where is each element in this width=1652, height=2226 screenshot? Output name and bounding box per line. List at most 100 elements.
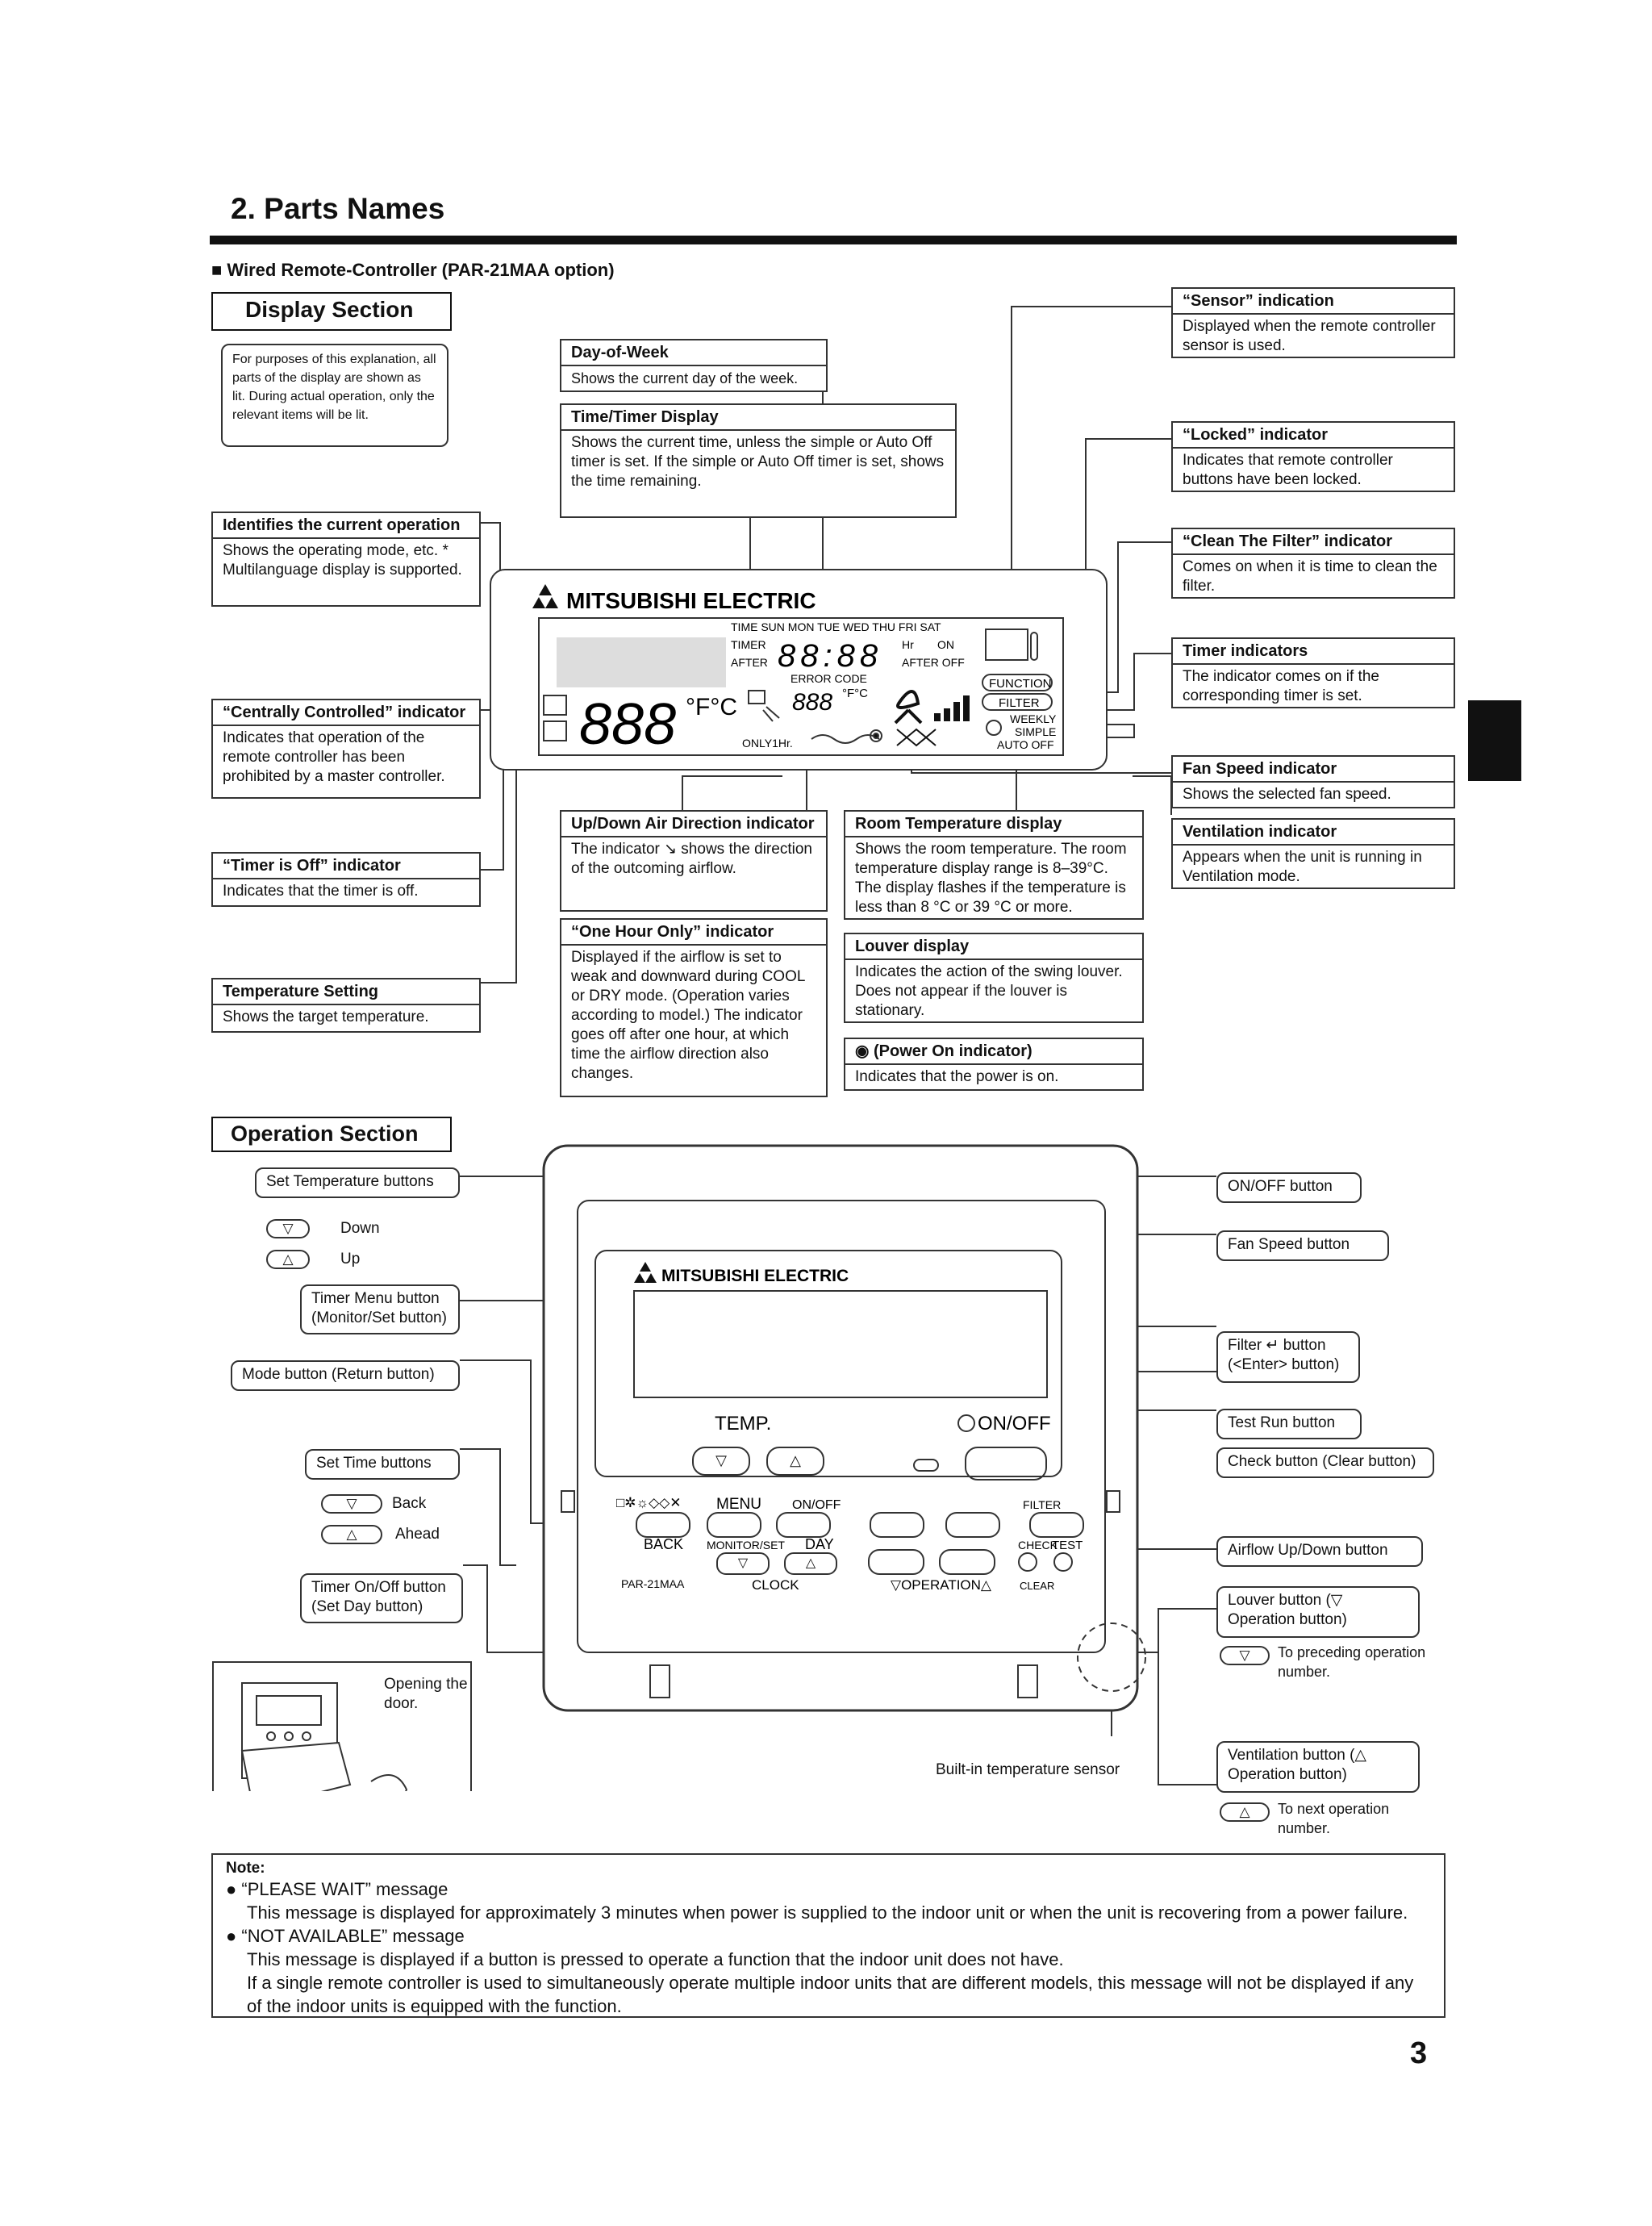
day-of-week-title: Day-of-Week: [561, 340, 826, 366]
current-operation-body: Shows the operating mode, etc. * Multila…: [223, 542, 462, 578]
intro-note: For purposes of this explanation, all pa…: [221, 344, 448, 447]
lcd-on: ON: [937, 638, 954, 651]
day-of-week-body: Shows the current day of the week.: [571, 370, 799, 386]
ahead-label: Ahead: [395, 1526, 440, 1543]
test-label: TEST: [1052, 1539, 1083, 1552]
filter-button[interactable]: [1029, 1512, 1084, 1538]
room-temperature-title: Room Temperature display: [845, 812, 1142, 837]
fan-speed-button[interactable]: [870, 1512, 924, 1538]
note-item-2-text: This message is displayed if a button is…: [247, 1949, 1064, 1969]
louver-icon: [811, 729, 882, 744]
lcd-unit-small: °F°C: [842, 687, 868, 700]
onoff-small-label: ON/OFF: [792, 1498, 841, 1512]
lcd-after-off: AFTER OFF: [902, 656, 965, 669]
louver-display-callout: Louver display Indicates the action of t…: [844, 933, 1144, 1023]
time-timer-callout: Time/Timer Display Shows the current tim…: [560, 403, 957, 518]
lcd-temp-digits: 888: [792, 689, 832, 716]
lcd-brand: MITSUBISHI ELECTRIC: [566, 588, 816, 613]
test-button[interactable]: [1053, 1552, 1073, 1572]
airflow-icon: [748, 690, 780, 722]
opening-door-label: Opening the door.: [384, 1676, 468, 1712]
onoff-label: ON/OFF: [978, 1413, 1051, 1435]
fan-speed-button-label: Fan Speed button: [1216, 1230, 1389, 1261]
power-icon: [957, 1414, 975, 1432]
ventilation-title: Ventilation indicator: [1173, 820, 1454, 846]
lcd-unit-large: °F°C: [686, 694, 737, 720]
timer-indicators-body: The indicator comes on if the correspond…: [1183, 668, 1379, 704]
louver-display-title: Louver display: [845, 934, 1142, 960]
lcd-room-digits: 888: [579, 692, 676, 757]
clean-filter-body: Comes on when it is time to clean the fi…: [1183, 558, 1437, 595]
preceding-tri-icon: ▽: [1220, 1646, 1270, 1665]
thermometer-icon: [1030, 632, 1038, 661]
set-temp-label: Set Temperature buttons: [255, 1167, 460, 1198]
temp-down-button[interactable]: ▽: [692, 1447, 750, 1476]
current-operation-title: Identifies the current operation: [213, 513, 479, 539]
preceding-label: To preceding operation number.: [1278, 1644, 1426, 1680]
lcd-timer: TIMER: [731, 638, 766, 651]
airflow-button[interactable]: [945, 1512, 1000, 1538]
centrally-controlled-title: “Centrally Controlled” indicator: [213, 700, 479, 726]
timer-onoff-button[interactable]: [776, 1512, 831, 1538]
mode-button[interactable]: [636, 1512, 690, 1538]
air-direction-title: Up/Down Air Direction indicator: [561, 812, 826, 837]
note-title: Note:: [226, 1860, 265, 1877]
lcd-simple: SIMPLE: [1015, 725, 1056, 738]
lcd-auto-off: AUTO OFF: [997, 738, 1054, 751]
louver-display-body: Indicates the action of the swing louver…: [855, 963, 1123, 1019]
louver-button[interactable]: [868, 1549, 924, 1575]
check-button-label: Check button (Clear button): [1216, 1447, 1434, 1478]
lcd-days: TIME SUN MON TUE WED THU FRI SAT: [731, 620, 941, 633]
louver-button-label: Louver button (▽ Operation button): [1216, 1586, 1420, 1638]
ventilation-button[interactable]: [939, 1549, 995, 1575]
day-label: DAY: [805, 1536, 834, 1552]
power-on-body: Indicates that the power is on.: [855, 1068, 1059, 1085]
air-direction-body: The indicator ↘ shows the direction of t…: [571, 841, 812, 877]
locked-title: “Locked” indicator: [1173, 423, 1454, 449]
temp-up-button[interactable]: △: [766, 1447, 824, 1476]
note-item-2-heading: ● “NOT AVAILABLE” message: [226, 1926, 465, 1946]
air-direction-callout: Up/Down Air Direction indicator The indi…: [560, 810, 828, 912]
time-ahead-button[interactable]: △: [784, 1552, 837, 1575]
sensor-callout: “Sensor” indication Displayed when the r…: [1171, 287, 1455, 358]
monitor-set-label: MONITOR/SET: [707, 1539, 785, 1552]
test-run-label: Test Run button: [1216, 1409, 1362, 1439]
mode-label: Mode button (Return button): [231, 1360, 460, 1391]
onoff-button-label: ON/OFF button: [1216, 1172, 1362, 1203]
timer-off-title: “Timer is Off” indicator: [213, 854, 479, 879]
lcd-time-digits: 88:88: [778, 638, 882, 674]
filter-button-label: Filter ↵ button (<Enter> button): [1216, 1331, 1360, 1383]
lcd-error-code: ERROR CODE: [791, 672, 867, 685]
ventilation-button-label: Ventilation button (△ Operation button): [1216, 1741, 1420, 1793]
lcd-only1hr: ONLY1Hr.: [742, 737, 793, 750]
temp-label: TEMP.: [715, 1413, 771, 1435]
back-tri-icon: ▽: [321, 1494, 382, 1514]
next-tri-icon: △: [1220, 1802, 1270, 1822]
check-button[interactable]: [1018, 1552, 1037, 1572]
onoff-button[interactable]: [965, 1447, 1047, 1481]
timer-menu-button[interactable]: [707, 1512, 761, 1538]
fan-icon: [894, 690, 923, 725]
fan-speed-body: Shows the selected fan speed.: [1183, 786, 1391, 803]
centrally-controlled-body: Indicates that operation of the remote c…: [223, 729, 445, 785]
ahead-tri-icon: △: [321, 1525, 382, 1544]
airflow-button-label: Airflow Up/Down button: [1216, 1536, 1423, 1567]
fan-speed-callout: Fan Speed indicator Shows the selected f…: [1171, 755, 1455, 808]
sensor-title: “Sensor” indication: [1173, 289, 1454, 315]
ventilation-body: Appears when the unit is running in Vent…: [1183, 849, 1422, 885]
controller-brand: MITSUBISHI ELECTRIC: [661, 1267, 849, 1285]
room-temperature-callout: Room Temperature display Shows the room …: [844, 810, 1144, 920]
time-timer-body: Shows the current time, unless the simpl…: [571, 434, 945, 490]
time-back-button[interactable]: ▽: [716, 1552, 770, 1575]
check-label: CHECK: [1018, 1539, 1058, 1552]
locked-body: Indicates that remote controller buttons…: [1183, 452, 1393, 488]
clear-label: CLEAR: [1020, 1580, 1054, 1592]
down-tri-icon: ▽: [266, 1219, 310, 1238]
lcd-display-illustration: MITSUBISHI ELECTRIC TIME SUN MON TUE WED…: [490, 569, 1108, 771]
fan-speed-title: Fan Speed indicator: [1173, 757, 1454, 783]
clean-filter-title: “Clean The Filter” indicator: [1173, 529, 1454, 555]
one-hour-only-callout: “One Hour Only” indicator Displayed if t…: [560, 918, 828, 1097]
operation-label: ▽OPERATION△: [891, 1577, 992, 1593]
model-label: PAR-21MAA: [621, 1577, 685, 1590]
clock-icon: [986, 720, 1002, 736]
